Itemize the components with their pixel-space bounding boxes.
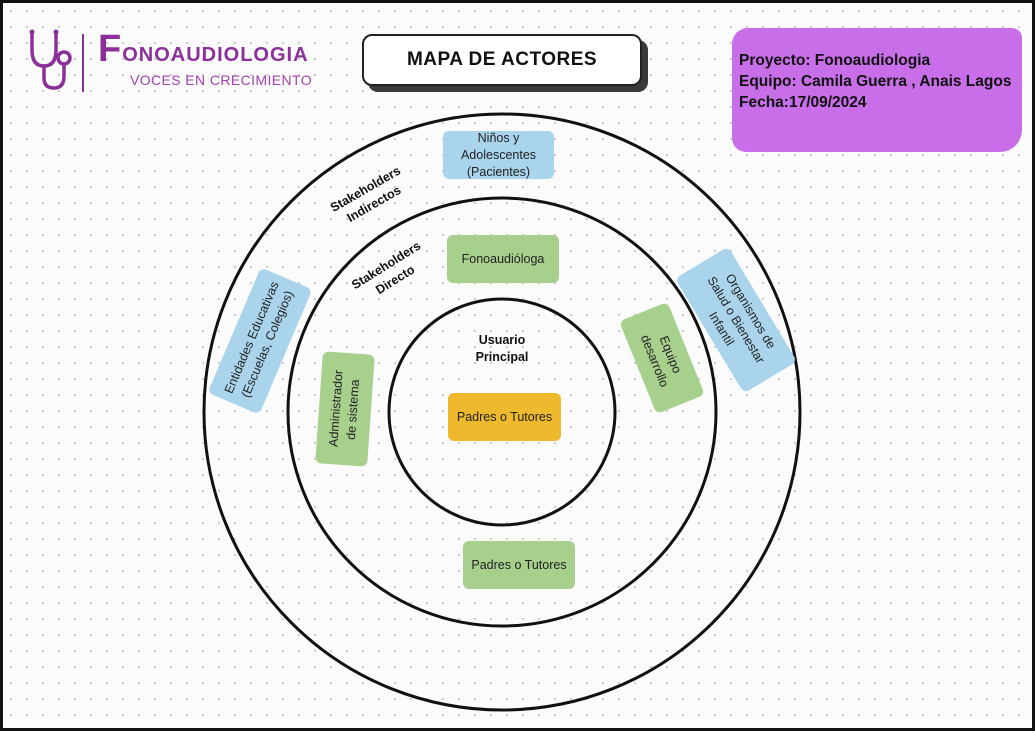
page-title: MAPA DE ACTORES xyxy=(362,34,642,86)
logo-brand: FONOAUDIOLOGIA xyxy=(98,28,309,70)
inner-ring xyxy=(387,297,617,527)
team-members: Equipo: Camila Guerra , Anais Lagos xyxy=(739,73,1012,90)
actor-card-direct: Fonoaudióloga xyxy=(447,235,559,283)
outer-ring xyxy=(202,112,802,712)
actor-card-direct: Administrador de sistema xyxy=(315,351,375,467)
logo: FONOAUDIOLOGIA VOCES EN CRECIMIENTO xyxy=(24,28,314,94)
project-date: Fecha:17/09/2024 xyxy=(739,94,867,111)
logo-divider xyxy=(82,34,84,92)
actor-card-indirect: Niños y Adolescentes (Pacientes) xyxy=(443,131,554,179)
logo-tagline: VOCES EN CRECIMIENTO xyxy=(130,72,312,88)
project-name: Proyecto: Fonoaudiologia xyxy=(739,52,931,69)
actor-card-principal: Padres o Tutores xyxy=(448,393,561,441)
middle-ring xyxy=(286,196,718,628)
project-info-note: Proyecto: Fonoaudiologia Equipo: Camila … xyxy=(732,28,1022,152)
stethoscope-icon xyxy=(29,29,72,90)
inner-ring-label: Usuario Principal xyxy=(475,333,529,364)
actor-card-direct: Padres o Tutores xyxy=(463,541,575,589)
